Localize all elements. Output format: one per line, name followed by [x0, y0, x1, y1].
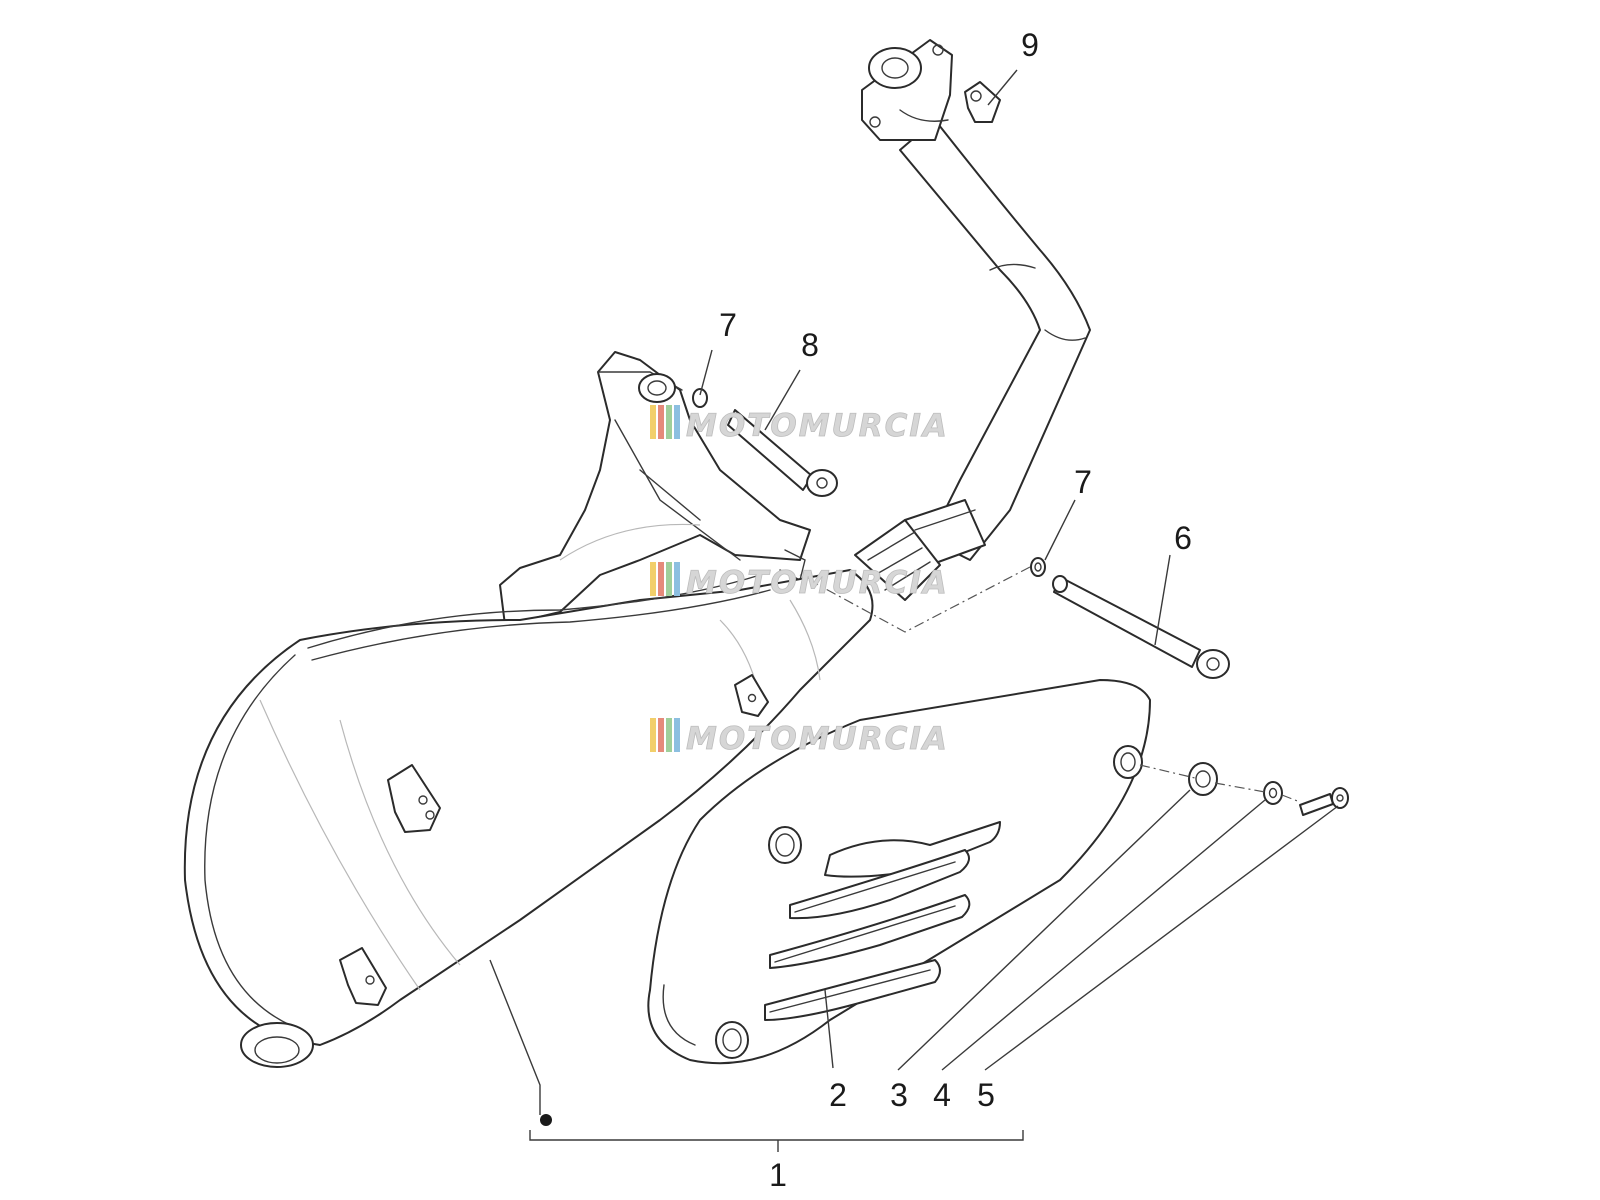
callout-5: 5: [977, 1077, 995, 1113]
watermark-text: MOTOMURCIA: [686, 721, 949, 757]
watermark-top: MOTOMURCIA: [650, 405, 949, 444]
assembly-lines: [799, 566, 1301, 803]
callout-9: 9: [1021, 27, 1039, 63]
part-8-short-bolt: [727, 409, 838, 497]
callout-1: 1: [769, 1157, 787, 1193]
exhaust-flange: [861, 39, 953, 141]
callouts: 9 7 8 7 6 2 3 4 5 1: [719, 27, 1192, 1193]
leader-lines: [489, 69, 1339, 1152]
callout-2: 2: [829, 1077, 847, 1113]
assembly-dot: [540, 1114, 552, 1126]
watermark-middle: MOTOMURCIA: [650, 562, 949, 601]
watermark-bottom: MOTOMURCIA: [650, 718, 949, 757]
part-7-washer-right: [1030, 557, 1046, 577]
part-6-long-bolt: [1052, 575, 1230, 679]
part-9-nut: [964, 81, 1001, 123]
part-5-screw: [1299, 787, 1349, 816]
callout-7-right: 7: [1074, 464, 1092, 500]
callout-3: 3: [890, 1077, 908, 1113]
part-4-washer: [1263, 781, 1283, 805]
watermark-text: MOTOMURCIA: [686, 408, 949, 444]
callout-8: 8: [801, 327, 819, 363]
callout-4: 4: [933, 1077, 951, 1113]
muffler-body: [183, 569, 874, 1068]
part-3-grommet: [1188, 762, 1218, 796]
callout-6: 6: [1174, 520, 1192, 556]
exhaust-header-pipe: [854, 119, 1091, 601]
callout-7-left: 7: [719, 307, 737, 343]
watermark-text: MOTOMURCIA: [686, 565, 949, 601]
part-2-heat-shield: [647, 679, 1151, 1065]
part-7-washer-left: [692, 388, 708, 408]
mounting-bracket: [499, 351, 811, 626]
